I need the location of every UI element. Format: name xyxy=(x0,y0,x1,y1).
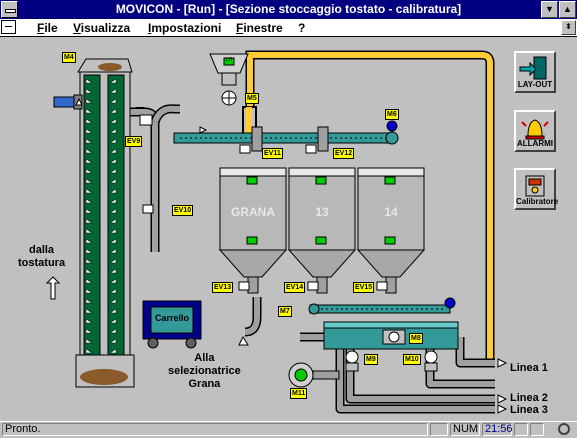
menu-file[interactable]: File xyxy=(37,21,58,35)
process-diagram: M4 M5 M6 M7 M8 M9 M10 M11 EV9 EV10 EV11 … xyxy=(0,37,577,421)
layout-button[interactable]: LAY-OUT xyxy=(514,51,556,93)
alarms-button-label: ALLARMI xyxy=(517,139,553,148)
tag-m6[interactable]: M6 xyxy=(385,109,399,120)
restore-button[interactable]: ⬍ xyxy=(561,20,576,35)
menu-finestre[interactable]: Finestre xyxy=(236,21,283,35)
label-linea-1: Linea 1 xyxy=(510,362,548,374)
calibrator-button[interactable]: Calibratore xyxy=(514,168,559,210)
tag-m11[interactable]: M11 xyxy=(290,388,308,399)
bucket-elevator xyxy=(53,58,135,388)
tag-m5[interactable]: M5 xyxy=(245,93,259,104)
tag-m4[interactable]: M4 xyxy=(62,52,76,63)
status-pane-2 xyxy=(514,423,528,436)
tag-ev9[interactable]: EV9 xyxy=(125,136,143,147)
tag-m8[interactable]: M8 xyxy=(409,333,423,344)
tag-m10[interactable]: M10 xyxy=(403,354,421,365)
calibrator-button-label: Calibratore xyxy=(516,197,559,206)
minimize-button[interactable]: ▼ xyxy=(541,1,558,18)
silo-label-13: 13 xyxy=(315,205,329,219)
menu-impostazioni[interactable]: Impostazioni xyxy=(148,21,222,35)
tag-m9[interactable]: M9 xyxy=(364,354,378,365)
menu-visualizza[interactable]: Visualizza xyxy=(73,21,131,35)
document-menu-button[interactable] xyxy=(1,20,16,34)
window-title: MOVICON - [Run] - [Sezione stoccaggio to… xyxy=(115,2,462,16)
tag-ev13[interactable]: EV13 xyxy=(212,282,234,293)
silo-label-14: 14 xyxy=(384,205,398,219)
tag-ev12[interactable]: EV12 xyxy=(333,148,355,159)
fan-motor xyxy=(288,362,340,388)
status-pane-3 xyxy=(530,423,544,436)
hopper-level-high: LH xyxy=(226,57,233,63)
status-bar: Pronto. NUM 21:56 xyxy=(0,421,577,438)
title-bar: MOVICON - [Run] - [Sezione stoccaggio to… xyxy=(0,0,577,19)
status-time: 21:56 xyxy=(482,423,513,436)
silo-label-grana: GRANA xyxy=(231,205,275,219)
tag-ev14[interactable]: EV14 xyxy=(284,282,306,293)
tag-ev10[interactable]: EV10 xyxy=(172,205,194,216)
status-pane-1 xyxy=(430,423,448,436)
lower-conveyor xyxy=(308,297,456,315)
label-linea-2: Linea 2 xyxy=(510,392,548,404)
flow-arrows xyxy=(45,97,508,414)
tag-ev11[interactable]: EV11 xyxy=(262,148,283,159)
top-conveyor xyxy=(173,120,399,154)
status-num: NUM xyxy=(450,423,480,436)
label-dalla-tostatura: dalla tostatura xyxy=(18,244,66,269)
silos xyxy=(218,167,426,294)
system-menu-button[interactable] xyxy=(1,1,18,18)
exit-door-icon xyxy=(519,56,547,80)
cart[interactable]: Carrello xyxy=(141,299,203,349)
tag-ev15[interactable]: EV15 xyxy=(353,282,375,293)
layout-button-label: LAY-OUT xyxy=(517,80,553,89)
alarm-bell-icon xyxy=(521,119,549,140)
label-linea-3: Linea 3 xyxy=(510,404,548,416)
clock-icon xyxy=(558,423,570,435)
maximize-button[interactable]: ▲ xyxy=(559,1,576,18)
alarms-button[interactable]: ALLARMI xyxy=(514,110,556,152)
plant-schematic xyxy=(45,50,508,414)
level-indicators xyxy=(223,57,396,245)
tag-m7[interactable]: M7 xyxy=(278,306,292,317)
menu-bar: File Visualizza Impostazioni Finestre ? … xyxy=(0,19,577,37)
cart-label: Carrello xyxy=(154,313,189,323)
label-alla-selezionatrice: Alla selezionatrice Grana xyxy=(168,352,241,390)
menu-help[interactable]: ? xyxy=(298,21,306,35)
calibrator-icon xyxy=(525,175,545,197)
status-message: Pronto. xyxy=(2,423,428,436)
calibrator-machine xyxy=(323,321,459,372)
